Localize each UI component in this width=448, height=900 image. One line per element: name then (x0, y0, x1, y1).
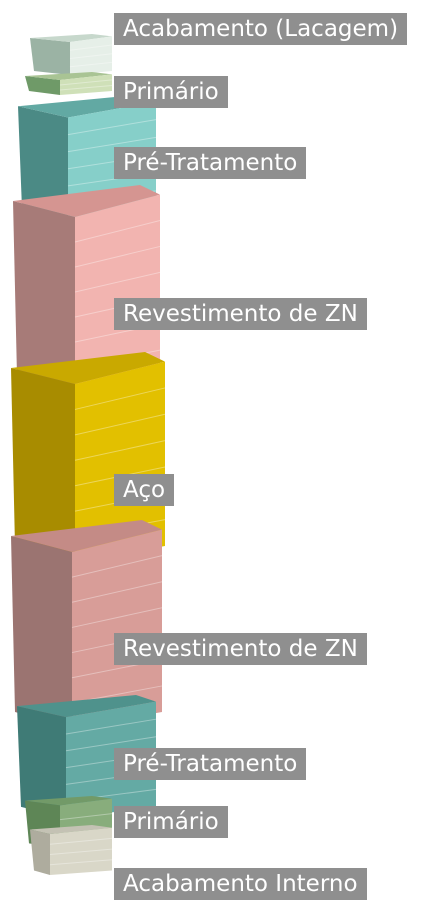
layer-label-zinc-top: Revestimento de ZN (114, 298, 367, 330)
layer-label-pretreatment-bottom: Pré-Tratamento (114, 748, 307, 780)
zinc-coating-layer-top (13, 185, 161, 392)
steel-layer (11, 352, 166, 562)
internal-finish-layer (30, 825, 113, 875)
finish-layer (30, 34, 113, 75)
layer-label-finish: Acabamento (Lacagem) (114, 13, 408, 45)
primer-layer-top (25, 72, 113, 95)
layer-label-primer-top: Primário (114, 76, 228, 108)
layer-label-zinc-bottom: Revestimento de ZN (114, 633, 367, 665)
layer-label-primer-bottom: Primário (114, 806, 228, 838)
layer-label-pretreatment-top: Pré-Tratamento (114, 147, 307, 179)
pretreatment-layer-bottom (17, 695, 157, 818)
zinc-coating-layer-bottom (11, 520, 163, 728)
layer-label-internal-finish: Acabamento Interno (114, 868, 367, 900)
layer-label-steel: Aço (114, 474, 175, 506)
